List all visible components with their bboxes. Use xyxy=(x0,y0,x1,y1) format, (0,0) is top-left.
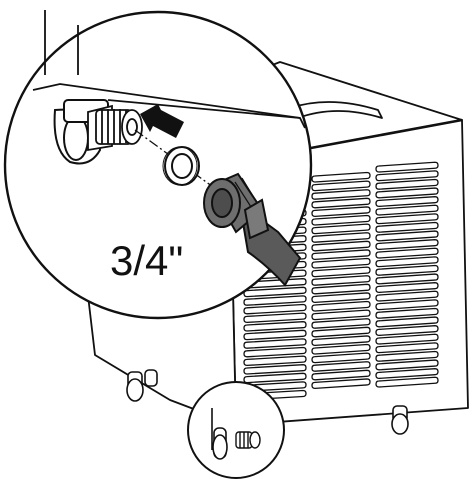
grille-slat xyxy=(311,318,371,329)
grille-slat xyxy=(243,329,307,341)
magnified-detail-circle: 3/4" xyxy=(3,10,313,320)
grille-slat xyxy=(375,273,439,285)
grille-slat xyxy=(311,240,371,252)
grille-column xyxy=(375,161,439,388)
grille-column xyxy=(311,171,371,390)
grille-slat xyxy=(311,197,371,209)
grille-slat xyxy=(375,256,439,268)
grille-slat xyxy=(311,266,371,278)
grille-slat xyxy=(375,178,439,190)
grille-slat xyxy=(375,290,439,302)
grille-slat xyxy=(311,361,371,372)
grille-slat xyxy=(375,299,439,311)
grille-slat xyxy=(375,170,439,182)
grille-slat xyxy=(243,321,307,332)
grille-slat xyxy=(375,307,439,319)
grille-slat xyxy=(375,247,439,259)
grille-slat xyxy=(243,303,307,315)
sealing-washer-icon xyxy=(162,146,200,186)
grille-slat xyxy=(375,342,439,354)
grille-slat xyxy=(375,316,439,328)
grille-slat xyxy=(311,214,371,226)
grille-slat xyxy=(311,249,371,261)
hose-nut-icon xyxy=(203,172,302,287)
grille-slat xyxy=(375,204,439,216)
grille-slat xyxy=(375,376,439,388)
grille-slat xyxy=(375,239,439,251)
grille-slat xyxy=(243,346,307,358)
grille-slat xyxy=(243,355,307,367)
grille-slat xyxy=(243,338,307,349)
grille-slat xyxy=(311,343,371,355)
grille-slat xyxy=(375,282,439,294)
grille-slat xyxy=(375,264,439,276)
grille-slat xyxy=(375,213,439,225)
grille-slat xyxy=(311,223,371,235)
grille-slat xyxy=(311,275,371,286)
grille-slat xyxy=(311,300,371,312)
grille-slat xyxy=(375,333,439,345)
inlet-connector-icon xyxy=(235,431,261,449)
caster-wheel-icon xyxy=(126,369,158,402)
grille-slat xyxy=(375,196,439,208)
connector-detail-circle xyxy=(187,381,285,479)
grille-slat xyxy=(311,326,371,338)
grille-slat xyxy=(311,292,371,304)
caster-wheel-icon xyxy=(391,405,409,435)
grille-slat xyxy=(311,283,371,295)
thread-size-label: 3/4" xyxy=(110,237,183,284)
grille-slat xyxy=(311,369,371,381)
caster-wheel-icon xyxy=(211,408,228,460)
insert-arrow-icon xyxy=(140,104,184,138)
grille-slat xyxy=(311,352,371,364)
grille-slat xyxy=(311,309,371,321)
grille-slat xyxy=(243,312,307,324)
grille-slat xyxy=(243,372,307,384)
grille-slat xyxy=(311,335,371,347)
grille-slat xyxy=(311,189,371,200)
grille-slat xyxy=(375,325,439,337)
grille-slat xyxy=(375,161,439,173)
grille-slat xyxy=(311,206,371,218)
grille-slat xyxy=(243,295,307,306)
grille-slat xyxy=(375,221,439,233)
grille-slat xyxy=(311,257,371,269)
inlet-connector-icon xyxy=(87,104,143,152)
grille-slat xyxy=(375,359,439,371)
grille-slat xyxy=(375,368,439,380)
grille-slat xyxy=(311,378,371,390)
grille-slat xyxy=(375,350,439,362)
grille-slat xyxy=(375,230,439,242)
grille-slat xyxy=(243,364,307,375)
grille-slat xyxy=(311,232,371,243)
unit-top-handle xyxy=(289,101,383,119)
grille-slat xyxy=(375,187,439,199)
grille-slat xyxy=(311,171,371,183)
grille-slat xyxy=(311,180,371,192)
